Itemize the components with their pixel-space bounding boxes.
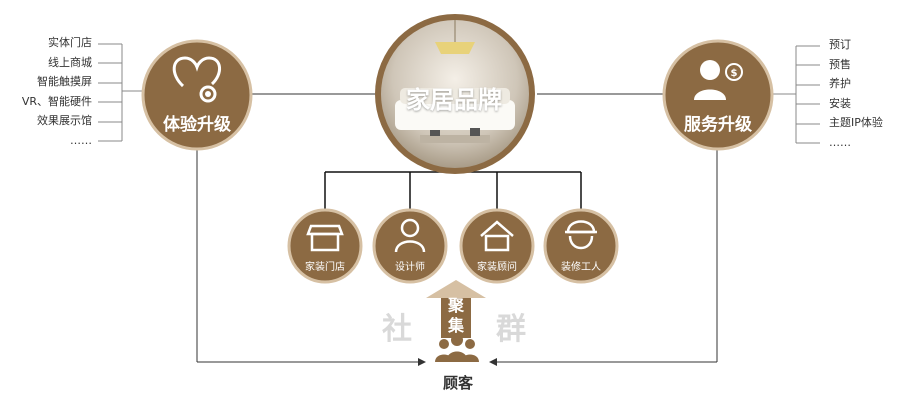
right-list-item: 预售 [829,57,851,71]
channel-label-store: 家装门店 [305,262,345,273]
left-list-item: 实体门店 [48,36,92,49]
living-room-picture [395,20,515,143]
heart-gear-icon [172,56,221,103]
left-list-item: 效果展示馆 [37,114,92,127]
left-hub-circle [141,39,253,151]
channel-circle-worker [543,208,619,284]
worker-helmet-icon [565,220,597,250]
left-list-item: VR、智能硬件 [21,94,92,108]
left-list-item: …… [70,133,92,147]
channel-label-designer: 设计师 [395,262,425,273]
right-list-item: …… [829,135,851,149]
right-hub-circle: $ [662,39,774,151]
community-right-char: 群 [496,312,526,347]
channel-label-advisor: 家装顾问 [477,262,517,273]
svg-text:$: $ [731,68,738,79]
channel-circle-advisor [459,208,535,284]
house-icon [480,220,514,252]
right-list-bracket [773,45,820,144]
designer-icon [394,218,426,253]
service-person-icon: $ [694,60,743,100]
left-list-item: 智能触摸屏 [37,75,92,88]
storefront-icon [306,224,344,252]
brand-circle [375,14,535,174]
right-list-item: 安装 [829,96,851,110]
channel-label-worker: 装修工人 [561,262,601,273]
people-group-icon [435,334,479,362]
brand-label: 家居品牌 [406,86,502,114]
right-list-item: 预订 [829,38,851,51]
left-feature-list: 实体门店 线上商城 智能触摸屏 VR、智能硬件 效果展示馆 …… [22,33,92,150]
customer-label: 顾客 [442,374,473,392]
gather-arrow [426,280,486,338]
right-hub-label: 服务升级 [684,115,752,135]
feedback-lines [196,145,718,366]
channel-circle-designer [372,208,448,284]
gather-text-2: 集 [447,316,464,335]
right-list-item: 养护 [829,77,851,90]
gather-text-1: 聚 [447,296,464,315]
left-list-item: 线上商城 [48,55,92,69]
right-list-item: 主题IP体验 [829,116,883,129]
channel-circle-store [287,208,363,284]
left-hub-label: 体验升级 [163,115,231,135]
right-feature-list: 预订 预售 养护 安装 主题IP体验 …… [829,35,883,152]
community-left-char: 社 [382,312,412,347]
left-list-bracket [98,43,145,142]
